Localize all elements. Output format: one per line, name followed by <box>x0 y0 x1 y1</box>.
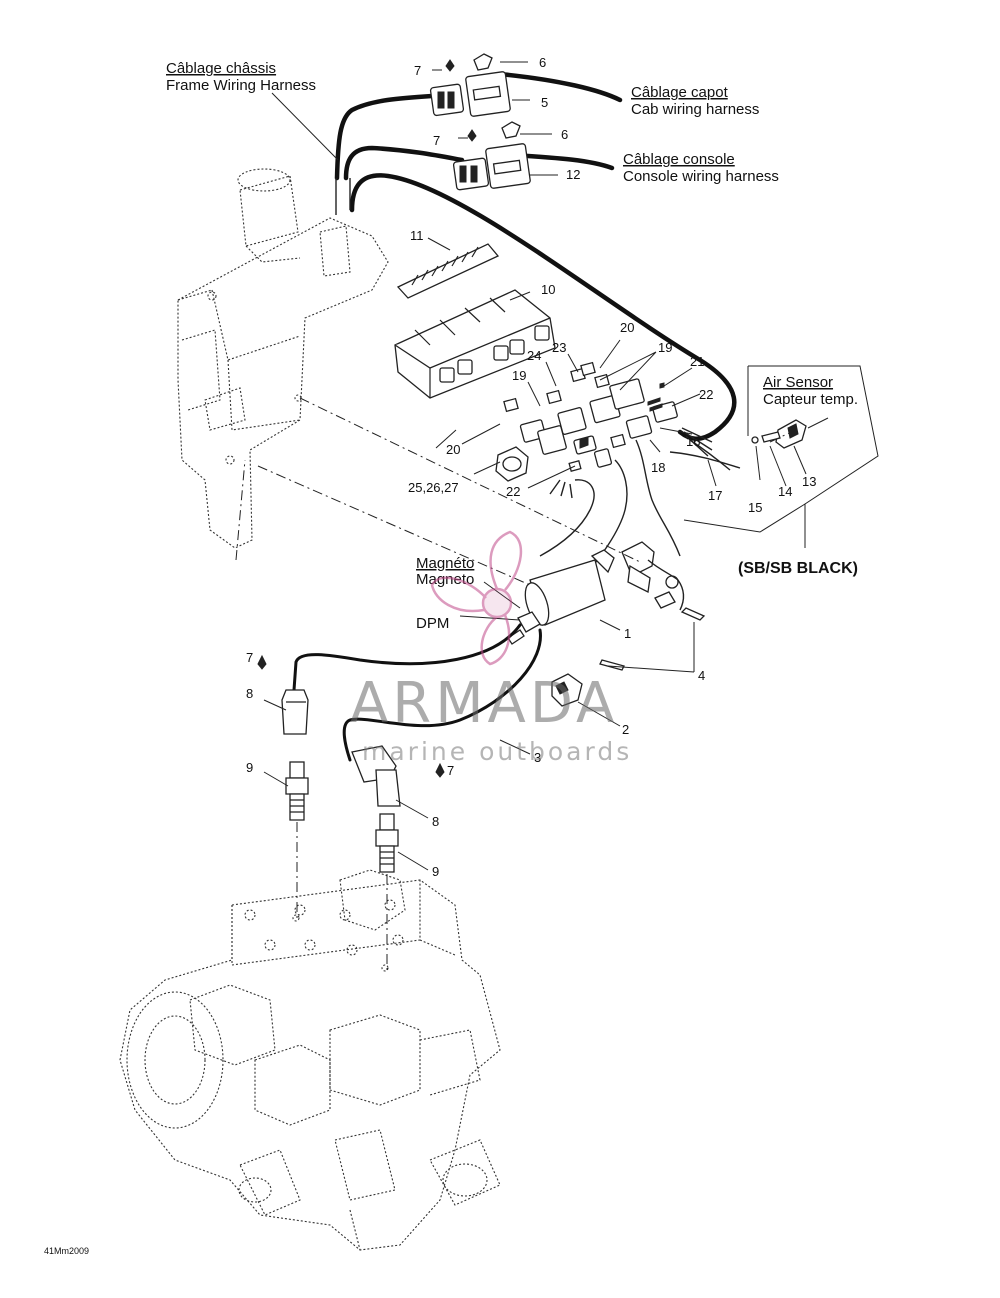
ignition-coil-1 <box>507 549 615 645</box>
callout-24: 24 <box>527 348 541 363</box>
watermark: ARMADA marine outboards <box>350 530 632 766</box>
wiring-harnesses <box>334 71 737 441</box>
drawing-code: 41Mm2009 <box>44 1246 89 1256</box>
callout-6b: 6 <box>561 127 568 142</box>
callout-22b: 22 <box>506 484 520 499</box>
connector-5 <box>429 53 511 117</box>
decal-11 <box>396 243 500 299</box>
callout-2: 2 <box>622 722 629 737</box>
callout-17: 17 <box>708 488 722 503</box>
spark-plug-9a <box>285 761 309 920</box>
sealant-drops <box>257 654 445 778</box>
callout-6a: 6 <box>539 55 546 70</box>
frame-harness-label-en: Frame Wiring Harness <box>166 77 316 94</box>
cab-harness-label-fr: Câblage capot <box>631 84 729 101</box>
callout-1: 1 <box>624 626 631 641</box>
callout-19b: 19 <box>512 368 526 383</box>
callout-16: 16 <box>686 434 700 449</box>
console-harness-label-fr: Câblage console <box>623 151 735 168</box>
watermark-tagline: marine outboards <box>362 737 632 766</box>
air-sensor-label-en: Air Sensor <box>763 374 833 391</box>
callout-9b: 9 <box>432 864 439 879</box>
text-labels: Câblage châssis Frame Wiring Harness Câb… <box>44 60 858 1256</box>
callout-8a: 8 <box>246 686 253 701</box>
spark-plug-cap-8a <box>281 689 309 735</box>
cab-harness-label-en: Cab wiring harness <box>631 101 759 118</box>
callout-18: 18 <box>651 460 665 475</box>
sb-black-bracket <box>683 365 879 548</box>
air-sensor-label-fr: Capteur temp. <box>763 391 858 408</box>
engine-block <box>119 869 501 1251</box>
assembly-lines <box>235 397 801 586</box>
magneto-label-fr: Magnéto <box>416 555 474 572</box>
leader-lines <box>263 61 807 871</box>
callout-20a: 20 <box>620 320 634 335</box>
spark-plug-cap-8b <box>351 745 401 807</box>
dpm-label: DPM <box>416 615 449 632</box>
connector-cluster <box>495 361 741 581</box>
connector-12 <box>452 121 531 191</box>
magneto-label-en: Magneto <box>416 571 474 588</box>
callout-9a: 9 <box>246 760 253 775</box>
mounting-bracket <box>599 541 706 671</box>
callout-14: 14 <box>778 484 792 499</box>
callout-19a: 19 <box>658 340 672 355</box>
callout-7b: 7 <box>433 133 440 148</box>
electrical-module-10 <box>394 289 556 399</box>
callout-7d: 7 <box>447 763 454 778</box>
callout-21: 21 <box>690 354 704 369</box>
spark-plug-9b <box>375 813 399 972</box>
sb-black-label: (SB/SB BLACK) <box>738 560 858 577</box>
sensor-2 <box>551 673 583 707</box>
callout-22a: 22 <box>699 387 713 402</box>
callout-11: 11 <box>410 228 424 243</box>
callout-numbers: 1 2 3 4 5 6 6 7 7 7 7 8 8 9 9 10 11 12 1… <box>246 55 816 879</box>
callout-20b: 20 <box>446 442 460 457</box>
callout-7a: 7 <box>414 63 421 78</box>
watermark-brand: ARMADA <box>350 671 618 736</box>
frame-harness-label-fr: Câblage châssis <box>166 60 276 77</box>
callout-8b: 8 <box>432 814 439 829</box>
propeller-logo-icon <box>430 530 523 666</box>
callout-3: 3 <box>534 750 541 765</box>
callout-25-26-27: 25,26,27 <box>408 480 459 495</box>
callout-12: 12 <box>566 167 580 182</box>
oil-tank <box>177 168 389 549</box>
callout-13: 13 <box>802 474 816 489</box>
callout-4: 4 <box>698 668 705 683</box>
callout-7c: 7 <box>246 650 253 665</box>
callout-23: 23 <box>552 340 566 355</box>
callout-15: 15 <box>748 500 762 515</box>
callout-10: 10 <box>541 282 555 297</box>
callout-5: 5 <box>541 95 548 110</box>
console-harness-label-en: Console wiring harness <box>623 168 779 185</box>
high-tension-leads <box>292 623 542 762</box>
